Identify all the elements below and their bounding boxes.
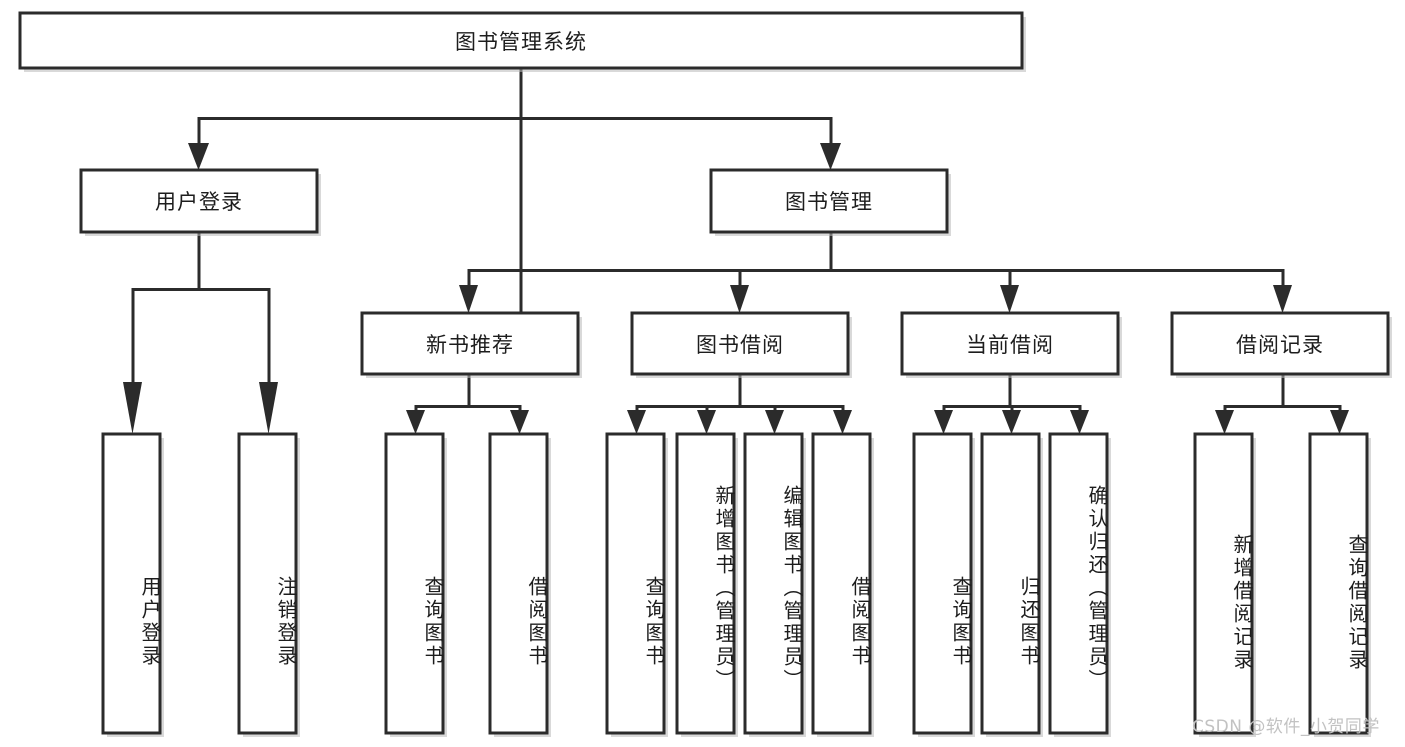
node-leaf-add-record[interactable] bbox=[1193, 432, 1256, 737]
node-current-borrow[interactable] bbox=[900, 311, 1122, 378]
node-borrow-record[interactable] bbox=[1170, 311, 1392, 378]
connector-user-login-children bbox=[123, 232, 278, 434]
node-user-login[interactable] bbox=[79, 168, 321, 236]
connector-book-borrow-children bbox=[627, 374, 852, 434]
node-leaf-user-login[interactable] bbox=[101, 432, 164, 737]
connector-new-book-recommend-children bbox=[406, 374, 529, 434]
connector-book-manage-children bbox=[459, 232, 1292, 313]
arrow-to-book-manage bbox=[820, 143, 841, 170]
connector-borrow-record-children bbox=[1215, 374, 1349, 434]
connector-bus-root bbox=[197, 68, 833, 145]
node-new-book-recommend[interactable] bbox=[360, 311, 582, 378]
node-leaf-borrow-book-2[interactable] bbox=[811, 432, 874, 737]
node-leaf-query-book-1[interactable] bbox=[384, 432, 447, 737]
arrow-to-user-login bbox=[188, 143, 209, 170]
node-leaf-borrow-book-1[interactable] bbox=[488, 432, 551, 737]
node-leaf-edit-book[interactable] bbox=[743, 432, 806, 737]
node-book-manage[interactable] bbox=[709, 168, 951, 236]
node-book-borrow[interactable] bbox=[630, 311, 852, 378]
node-leaf-query-book-3[interactable] bbox=[912, 432, 975, 737]
node-leaf-add-book[interactable] bbox=[675, 432, 738, 737]
node-leaf-query-record[interactable] bbox=[1308, 432, 1371, 737]
node-leaf-return-book[interactable] bbox=[980, 432, 1043, 737]
node-leaf-logout-login[interactable] bbox=[237, 432, 300, 737]
node-root[interactable] bbox=[18, 11, 1026, 72]
node-leaf-confirm-return[interactable] bbox=[1048, 432, 1111, 737]
connector-current-borrow-children bbox=[934, 374, 1089, 434]
node-leaf-query-book-2[interactable] bbox=[605, 432, 668, 737]
